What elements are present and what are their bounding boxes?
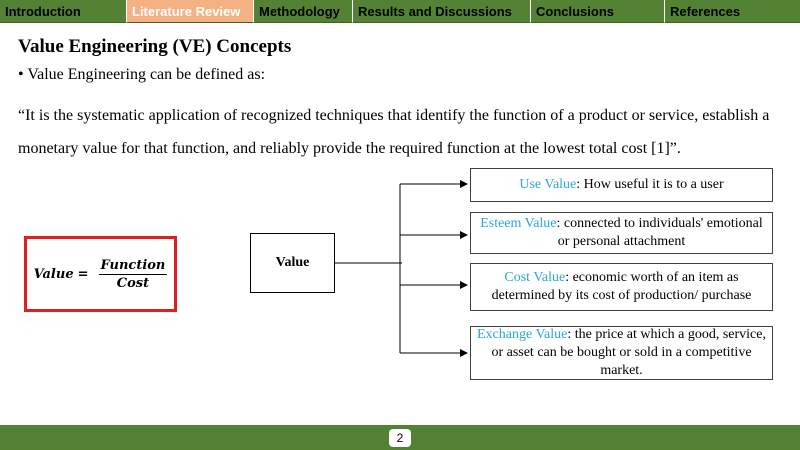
cost-value-box: Cost Value: economic worth of an item as…	[470, 263, 773, 311]
exchange-value-description: : the price at which a good, service, or…	[491, 327, 766, 378]
use-value-description: : How useful it is to a user	[576, 177, 724, 192]
tab-literature-review[interactable]: Literature Review	[127, 0, 254, 23]
bullet-item: • Value Engineering can be defined as:	[18, 66, 265, 84]
bullet-marker: •	[18, 66, 24, 83]
tab-results-and-discussions[interactable]: Results and Discussions	[353, 0, 531, 23]
top-nav: Introduction Literature Review Methodolo…	[0, 0, 800, 23]
cost-value-term: Cost Value	[504, 270, 566, 285]
tab-references[interactable]: References	[665, 0, 800, 23]
tab-introduction[interactable]: Introduction	[0, 0, 127, 23]
tab-methodology[interactable]: Methodology	[254, 0, 353, 23]
use-value-box: Use Value: How useful it is to a user	[470, 168, 773, 202]
exchange-value-box: Exchange Value: the price at which a goo…	[470, 326, 773, 380]
esteem-value-text: Esteem Value: connected to individuals' …	[477, 215, 766, 251]
use-value-term: Use Value	[519, 177, 577, 192]
tab-conclusions[interactable]: Conclusions	[531, 0, 665, 23]
slide-title: Value Engineering (VE) Concepts	[18, 36, 292, 57]
value-formula: Value = Function Cost	[24, 236, 177, 312]
exchange-value-term: Exchange Value	[477, 327, 568, 342]
cost-value-text: Cost Value: economic worth of an item as…	[477, 269, 766, 305]
definition-quote: “It is the systematic application of rec…	[18, 107, 770, 157]
esteem-value-box: Esteem Value: connected to individuals' …	[470, 212, 773, 254]
bullet-text: Value Engineering can be defined as:	[27, 66, 266, 83]
formula-numerator: Function	[98, 257, 168, 275]
formula-equals: =	[77, 266, 89, 282]
cost-value-description: : economic worth of an item as determine…	[491, 270, 752, 303]
value-root-box: Value	[250, 233, 335, 293]
page-number: 2	[389, 429, 411, 447]
use-value-text: Use Value: How useful it is to a user	[519, 176, 723, 194]
esteem-value-term: Esteem Value	[480, 216, 557, 231]
esteem-value-description: : connected to individuals' emotional or…	[556, 216, 763, 249]
formula-lhs: Value	[33, 266, 74, 282]
exchange-value-text: Exchange Value: the price at which a goo…	[477, 326, 766, 380]
formula-fraction: Function Cost	[98, 257, 168, 291]
formula-denominator: Cost	[116, 275, 150, 291]
